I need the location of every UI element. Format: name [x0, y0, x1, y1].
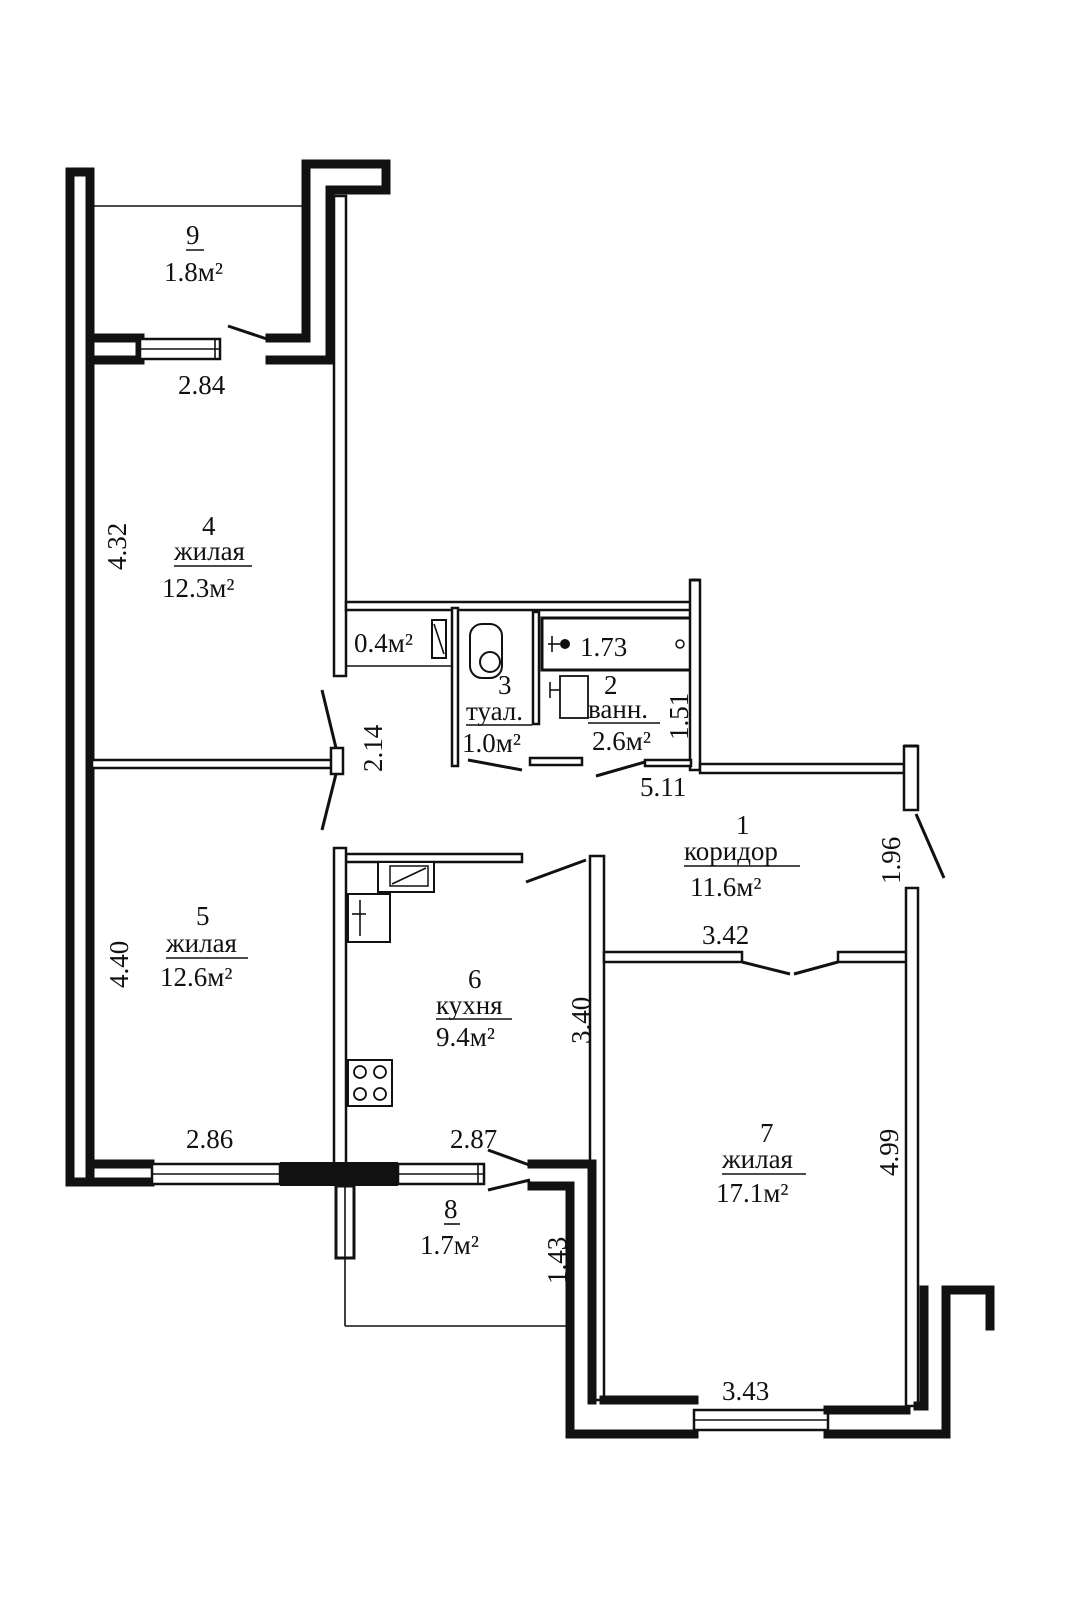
room3-number: 3	[498, 670, 512, 700]
wall-room4-corridor	[332, 194, 348, 678]
dim-5-11: 5.11	[640, 772, 686, 802]
room3-area: 1.0м²	[462, 728, 521, 758]
balcony-9-door[interactable]	[227, 324, 271, 342]
room5-number: 5	[196, 901, 210, 931]
window-room5	[150, 1162, 282, 1186]
room4-number: 4	[202, 511, 216, 541]
window-kitchen	[396, 1162, 486, 1186]
room9-area: 1.8м²	[164, 257, 223, 287]
window-room4	[138, 337, 222, 361]
room1-area: 11.6м²	[690, 872, 761, 902]
dim-1-73: 1.73	[580, 632, 627, 662]
kitchen-door[interactable]	[525, 858, 587, 884]
room6-area: 9.4м²	[436, 1022, 495, 1052]
room1-name: коридор	[684, 836, 778, 866]
dim-2-86: 2.86	[186, 1124, 233, 1154]
kitchen-sink-icon	[347, 893, 391, 943]
wall-room7-top	[602, 950, 744, 964]
dim-4-32: 4.32	[102, 523, 132, 570]
window-room7	[692, 1408, 830, 1432]
room9-number: 9	[186, 220, 200, 250]
fridge-icon	[377, 861, 435, 893]
balcony-8-door[interactable]	[487, 1148, 533, 1168]
dim-2-84: 2.84	[178, 370, 226, 400]
room2-number: 2	[604, 670, 618, 700]
door-room4[interactable]	[320, 689, 338, 749]
room7-door-right[interactable]	[793, 960, 839, 976]
room8-area: 1.7м²	[420, 1230, 479, 1260]
dim-1-51: 1.51	[664, 693, 694, 740]
room6-name: кухня	[436, 990, 503, 1020]
room7-number: 7	[760, 1118, 774, 1148]
wall-corridor-top	[698, 762, 906, 775]
room4-name: жилая	[173, 536, 245, 566]
wall-toilet-left	[450, 606, 460, 768]
stove-icon	[347, 1059, 393, 1107]
room5-name: жилая	[165, 928, 237, 958]
room5-area: 12.6м²	[160, 962, 232, 992]
dim-1-96: 1.96	[876, 837, 906, 884]
entrance-door[interactable]	[914, 813, 946, 879]
room7-area: 17.1м²	[716, 1178, 788, 1208]
dim-4-99: 4.99	[874, 1129, 904, 1176]
wall-bath-right	[688, 578, 702, 772]
wall-bath-top	[344, 600, 696, 612]
room6-number: 6	[468, 964, 482, 994]
room1-number: 1	[736, 810, 750, 840]
room2-area: 2.6м²	[592, 726, 651, 756]
wall-toilet-bath	[531, 610, 541, 726]
dim-1-43: 1.43	[542, 1237, 572, 1284]
dim-3-43: 3.43	[722, 1376, 769, 1406]
room3-name: туал.	[466, 696, 523, 726]
wall-room7-right	[904, 886, 920, 1408]
sink-icon	[549, 675, 589, 719]
room4-area: 12.3м²	[162, 573, 234, 603]
dim-3-42: 3.42	[702, 920, 749, 950]
room7-name: жилая	[721, 1144, 793, 1174]
wall-kitchen-top	[344, 852, 524, 864]
door-room5[interactable]	[320, 773, 338, 831]
bathtub-icon	[540, 616, 694, 672]
dim-2-87: 2.87	[450, 1124, 497, 1154]
wall-room5-kitchen	[332, 846, 348, 1166]
bath-door[interactable]	[595, 760, 646, 778]
room7-door-left[interactable]	[741, 960, 791, 976]
dim-4-40: 4.40	[104, 941, 134, 988]
room2-name: ванн.	[588, 694, 648, 724]
toilet-door[interactable]	[467, 758, 523, 772]
closet-area: 0.4м²	[354, 628, 413, 658]
dim-3-40: 3.40	[566, 997, 596, 1044]
dim-2-14: 2.14	[358, 724, 388, 772]
room8-number: 8	[444, 1194, 458, 1224]
wall-room4-room5	[90, 758, 334, 770]
